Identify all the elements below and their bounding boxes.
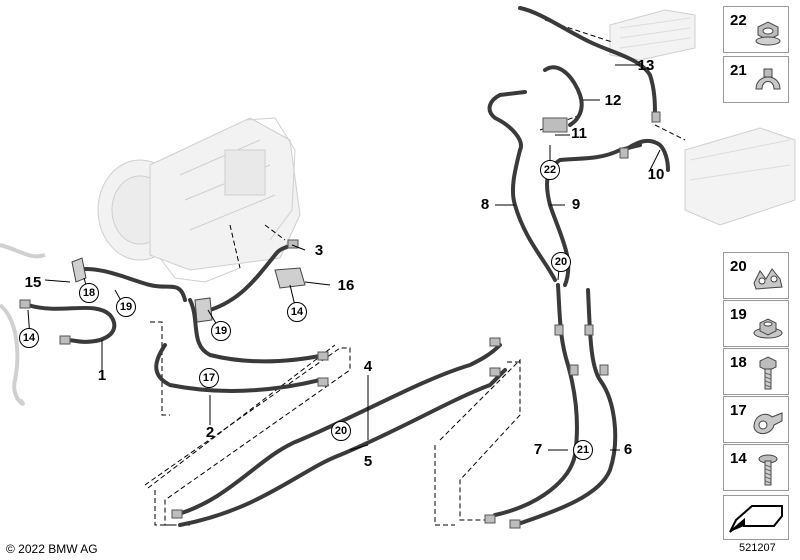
circle-ref-14: 14 [287,302,307,322]
legend-number: 21 [730,62,747,79]
callout-16: 16 [337,277,355,294]
legend-number: 17 [730,402,747,419]
legend-item-21: 21 [723,56,789,103]
pipe-clamp-icon [753,412,783,434]
callout-6: 6 [623,441,633,458]
legend-item-19: 19 [723,300,789,347]
callout-2: 2 [205,424,215,441]
callout-11: 11 [571,125,587,142]
callout-4: 4 [363,358,373,375]
legend-item-17: 17 [723,396,789,443]
circle-ref-22: 22 [540,160,560,180]
diagram-id: 521207 [739,542,776,554]
hose-clip-icon [755,68,781,90]
hex-nut-collar-icon [755,21,781,46]
legend-number: 20 [730,258,747,275]
legend-number: 14 [730,450,747,467]
high-voltage-battery-ghost [684,127,796,226]
callout-13: 13 [637,57,655,74]
coolant-lines [26,6,670,527]
brackets [71,257,306,323]
circle-ref-17: 17 [199,368,219,388]
legend-item-18: 18 [723,348,789,395]
legend-item-22: 22 [723,6,789,53]
ghost-lines-left [0,243,46,406]
circle-ref-21: 21 [573,440,593,460]
callout-8: 8 [480,196,490,213]
flange-nut-icon [753,318,783,339]
callout-10: 10 [647,166,665,183]
legend-item-14: 14 [723,444,789,491]
line-fittings [19,111,661,529]
circle-ref-18: 18 [79,283,99,303]
copyright-text: © 2022 BMW AG [6,542,98,556]
callout-1: 1 [97,367,107,384]
legend-number: 22 [730,12,747,29]
circle-ref-20: 20 [551,252,571,272]
callout-9: 9 [571,196,581,213]
transmission-ghost [97,117,301,283]
legend-item-20: 20 [723,252,789,299]
circle-ref-14: 14 [19,328,39,348]
callout-5: 5 [363,453,373,470]
hex-bolt-icon [759,356,777,390]
coolant-heater-ghost [609,9,696,61]
circle-ref-19: 19 [211,321,231,341]
diagram-reference-box [723,495,789,540]
circle-ref-20: 20 [331,421,351,441]
torx-bolt-icon [758,454,778,486]
legend-number: 19 [730,306,747,323]
callout-15: 15 [24,274,42,291]
callout-12: 12 [604,92,622,109]
circle-ref-19: 19 [116,297,136,317]
callout-3: 3 [314,242,324,259]
callout-7: 7 [533,441,543,458]
direction-arrow-icon [729,505,783,533]
line-holder-clip-icon [753,268,783,290]
legend-number: 18 [730,354,747,371]
